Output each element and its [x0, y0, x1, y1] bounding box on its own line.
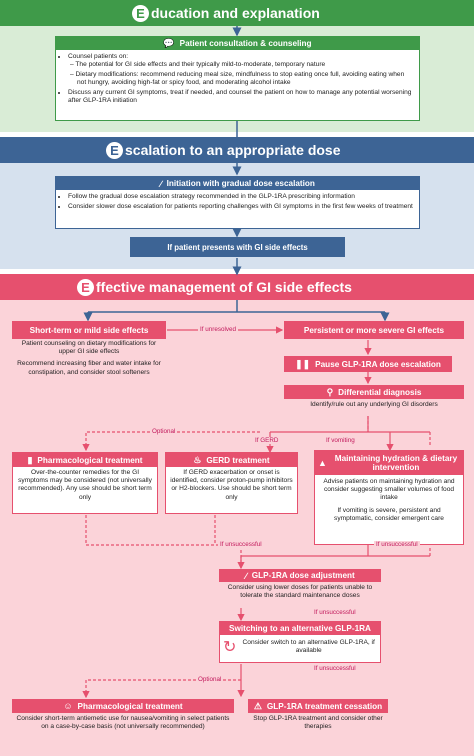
syringe-icon: ∕ [160, 178, 162, 189]
differential-box: ⚲ Differential diagnosis Identify/rule o… [284, 385, 464, 415]
dose-adjustment-header: ∕ GLP-1RA dose adjustment [219, 569, 381, 582]
patient-consultation-header-text: Patient consultation & counseling [179, 39, 312, 48]
presents-label: If patient presents with GI side effects [130, 237, 345, 257]
chat-bubbles-icon: 💬 [163, 38, 175, 48]
patient-consultation-body: Counsel patients on: The potential for G… [56, 50, 419, 105]
patient-consultation-header: 💬 Patient consultation & counseling [56, 37, 419, 50]
if-unsuccessful-label-2: If unsuccessful [374, 541, 420, 548]
gerd-treatment-body: If GERD exacerbation or onset is identif… [170, 469, 293, 501]
pharm-treatment-body-1: Over-the-counter remedies for the GI sym… [18, 469, 152, 501]
if-unsuccessful-label-1: If unsuccessful [218, 541, 264, 548]
dose-adjustment-header-text: GLP-1RA dose adjustment [251, 571, 355, 580]
pharm-treatment-header-2: ☺ Pharmacological treatment [12, 699, 234, 713]
magnifier-icon: ⚲ [326, 386, 334, 397]
optional-bottom-label: Optional [196, 676, 224, 683]
patient-consultation-box: 💬 Patient consultation & counseling Coun… [55, 36, 420, 121]
optional-top-label: Optional [150, 428, 178, 435]
pharm-treatment-box-1: ▮ Pharmacological treatment Over-the-cou… [12, 452, 158, 514]
escalation-title: E scalation to an appropriate dose [106, 141, 341, 159]
pen-injector-icon: ∕ [245, 570, 247, 581]
initiation-bullet-1: Follow the gradual dose escalation strat… [68, 193, 414, 201]
cessation-header-text: GLP-1RA treatment cessation [266, 701, 383, 711]
switching-header: Switching to an alternative GLP-1RA [220, 622, 380, 635]
counsel-bullet: Counsel patients on: The potential for G… [68, 53, 414, 87]
water-bottle-icon: ▲ [318, 458, 327, 468]
hydration-header-text: Maintaining hydration & dietary interven… [334, 454, 458, 472]
pill-bottle-icon: ▮ [27, 454, 33, 465]
pharm-treatment-body-2: Consider short-term antiemetic use for n… [16, 715, 230, 731]
escalation-title-text: scalation to an appropriate dose [125, 142, 341, 158]
pause-header-text: Pause GLP-1RA dose escalation [315, 359, 441, 369]
short-term-p2: Recommend increasing fiber and water int… [17, 360, 161, 376]
hydration-p1: Advise patients on maintaining hydration… [323, 478, 455, 502]
switch-arrows-icon: ↻ [223, 639, 237, 656]
pharm-treatment-header-1: ▮ Pharmacological treatment [13, 453, 157, 467]
cessation-header: ⚠ GLP-1RA treatment cessation [248, 699, 388, 713]
switching-box: Switching to an alternative GLP-1RA ↻ Co… [219, 621, 381, 663]
gerd-treatment-box: ♨ GERD treatment If GERD exacerbation or… [165, 452, 298, 514]
initiation-header: ∕ Initiation with gradual dose escalatio… [56, 177, 419, 190]
management-title-text: ffective management of GI side effects [96, 279, 352, 295]
if-unresolved-label: If unresolved [198, 326, 239, 333]
switching-content: ↻ Consider switch to an alternative GLP-… [220, 635, 380, 657]
education-title: E ducation and explanation [132, 4, 320, 22]
gerd-treatment-header: ♨ GERD treatment [166, 453, 297, 467]
management-title: E ffective management of GI side effects [77, 278, 352, 296]
counsel-sub-2: Dietary modifications: recommend reducin… [76, 71, 414, 87]
hydration-box: ▲ Maintaining hydration & dietary interv… [314, 450, 464, 545]
cessation-box: ⚠ GLP-1RA treatment cessation Stop GLP-1… [248, 699, 388, 745]
short-term-header: Short-term or mild side effects [12, 321, 166, 339]
pharm-treatment-header-text-2: Pharmacological treatment [77, 701, 183, 711]
initiation-body: Follow the gradual dose escalation strat… [56, 190, 419, 211]
if-unsuccessful-label-4: If unsuccessful [314, 665, 356, 672]
initiation-box: ∕ Initiation with gradual dose escalatio… [55, 176, 420, 229]
short-term-body: Patient counseling on dietary modificati… [14, 340, 164, 377]
initiation-bullet-2: Consider slower dose escalation for pati… [68, 203, 414, 211]
pharm-treatment-header-text-1: Pharmacological treatment [37, 455, 143, 465]
warning-icon: ⚠ [253, 700, 262, 711]
differential-header-text: Differential diagnosis [338, 387, 422, 397]
differential-header: ⚲ Differential diagnosis [284, 385, 464, 399]
dose-adjustment-box: ∕ GLP-1RA dose adjustment Consider using… [219, 569, 381, 609]
hydration-header: ▲ Maintaining hydration & dietary interv… [315, 451, 463, 475]
switching-body: Consider switch to an alternative GLP-1R… [242, 638, 375, 654]
person-icon: ☺ [63, 701, 73, 711]
differential-body: Identify/rule out any underlying GI diso… [310, 401, 438, 408]
dose-adjustment-body: Consider using lower doses for patients … [227, 584, 373, 600]
short-term-p1: Patient counseling on dietary modificati… [21, 340, 157, 356]
persistent-header: Persistent or more severe GI effects [284, 321, 464, 339]
cessation-body: Stop GLP-1RA treatment and consider othe… [253, 715, 383, 731]
hydration-p2: If vomiting is severe, persistent and sy… [334, 506, 444, 522]
initiation-header-text: Initiation with gradual dose escalation [166, 179, 315, 188]
if-unsuccessful-label-3: If unsuccessful [314, 609, 356, 616]
gerd-treatment-header-text: GERD treatment [206, 455, 270, 465]
escalation-letter: E [106, 141, 123, 159]
management-letter: E [77, 278, 94, 296]
flame-icon: ♨ [193, 454, 202, 465]
pharm-treatment-box-2: ☺ Pharmacological treatment Consider sho… [12, 699, 234, 751]
education-title-bar [0, 0, 474, 26]
education-title-text: ducation and explanation [151, 5, 320, 21]
pause-header: ❚❚ Pause GLP-1RA dose escalation [284, 356, 452, 372]
if-vomiting-label: If vomiting [324, 437, 357, 444]
discuss-bullet: Discuss any current GI symptoms, treat i… [68, 89, 414, 105]
if-gerd-label: If GERD [253, 437, 281, 444]
pause-icon: ❚❚ [295, 358, 311, 369]
education-letter: E [132, 4, 149, 22]
hydration-body: Advise patients on maintaining hydration… [315, 475, 463, 523]
counsel-sub-1: The potential for GI side effects and th… [75, 61, 414, 69]
